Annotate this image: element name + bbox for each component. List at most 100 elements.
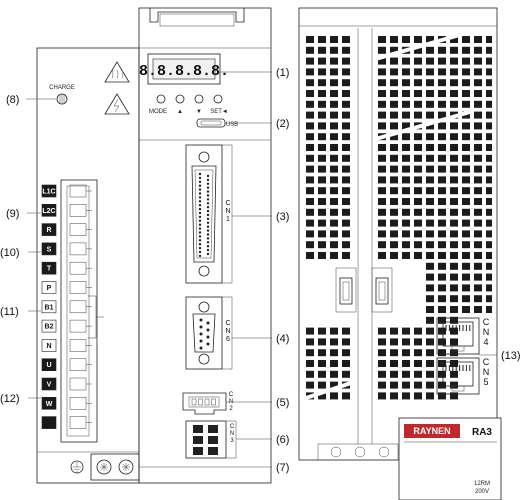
top-clip bbox=[149, 8, 245, 23]
vent-slot bbox=[450, 90, 458, 97]
cn1-pin bbox=[206, 194, 210, 197]
vent-slot bbox=[426, 144, 434, 151]
vent-slot bbox=[378, 122, 386, 130]
vent-slot bbox=[462, 133, 470, 141]
connector-label-char: 5 bbox=[483, 377, 488, 387]
vent-slot bbox=[306, 327, 314, 335]
vent-slot bbox=[318, 144, 326, 151]
vent-slot bbox=[402, 198, 410, 205]
vent-slot bbox=[438, 144, 446, 151]
vent-slot bbox=[438, 241, 446, 249]
vent-slot bbox=[474, 295, 482, 303]
vent-slot bbox=[318, 252, 326, 259]
cn2-pin bbox=[211, 398, 216, 406]
callout-5: (5) bbox=[276, 397, 289, 409]
vent-slot bbox=[318, 360, 326, 367]
vent-slot bbox=[486, 187, 492, 195]
down-key[interactable] bbox=[194, 94, 204, 104]
vent-slot bbox=[390, 370, 398, 378]
vent-slot bbox=[414, 370, 422, 378]
up-key[interactable] bbox=[175, 94, 185, 104]
vent-slot bbox=[486, 252, 492, 259]
vent-slot bbox=[486, 273, 492, 281]
cn1-pin bbox=[206, 182, 210, 185]
vent-slot bbox=[450, 241, 458, 249]
vent-slot bbox=[402, 36, 410, 43]
vent-slot bbox=[486, 111, 492, 119]
callout-6: (6) bbox=[276, 434, 289, 446]
vent-slot bbox=[474, 252, 482, 259]
vent-slot bbox=[426, 68, 434, 76]
cn1-pin bbox=[206, 217, 210, 221]
vent-slot bbox=[438, 349, 446, 357]
vent-slot bbox=[426, 187, 434, 195]
terminal-screw bbox=[69, 339, 87, 352]
vent-slot bbox=[390, 208, 398, 216]
cn1-pin bbox=[206, 225, 210, 228]
terminal-label: P bbox=[47, 285, 52, 292]
terminal-w: W bbox=[41, 396, 57, 410]
vent-slot bbox=[474, 208, 482, 216]
vent-slot bbox=[426, 208, 434, 216]
vent-slot bbox=[342, 68, 350, 76]
callouts: (1) (2) (3) (4) (5) (6) (7) (8) (9) (10)… bbox=[0, 67, 521, 474]
vent-slot bbox=[426, 165, 434, 173]
connector-label-char: N bbox=[225, 328, 230, 335]
vent-slot bbox=[426, 154, 434, 162]
cn1-pin bbox=[198, 235, 202, 238]
vent-slot bbox=[378, 154, 386, 162]
vent-slot bbox=[438, 392, 446, 400]
vent-slot bbox=[306, 57, 314, 65]
terminal-label-box bbox=[41, 242, 57, 256]
vent-slot bbox=[342, 219, 350, 227]
vent-slot bbox=[330, 208, 338, 216]
vent-slot bbox=[414, 219, 422, 227]
vent-slot bbox=[378, 36, 386, 43]
vent-slot bbox=[306, 198, 314, 205]
vent-slot bbox=[378, 208, 386, 216]
vent-slot bbox=[450, 349, 458, 357]
vent-slot bbox=[330, 360, 338, 367]
terminal-l2c: L2C bbox=[41, 204, 57, 217]
vent-slot bbox=[402, 111, 410, 119]
cn1-pin bbox=[198, 227, 202, 230]
vent-slot bbox=[330, 133, 338, 141]
vent-slot bbox=[378, 187, 386, 195]
vent-slot bbox=[306, 154, 314, 162]
vent-slot bbox=[306, 100, 314, 108]
cn1-pin bbox=[198, 250, 202, 254]
cn1-pin bbox=[198, 207, 202, 211]
set-key[interactable] bbox=[213, 94, 223, 104]
vent-slot bbox=[462, 68, 470, 76]
connector-label-char: N bbox=[225, 208, 230, 215]
terminal-screw bbox=[69, 204, 87, 217]
vent-slot bbox=[390, 176, 398, 184]
set-label: SET◄ bbox=[210, 109, 228, 115]
vent-slot bbox=[378, 338, 386, 346]
vent-slot bbox=[414, 133, 422, 141]
callout-11: (11) bbox=[0, 306, 19, 318]
connector-label-char: 2 bbox=[229, 406, 233, 412]
cn1-pin bbox=[198, 188, 202, 191]
vent-slot bbox=[462, 219, 470, 227]
cn4-label-group: CN4 bbox=[483, 317, 490, 347]
connector-label-char: 6 bbox=[226, 336, 230, 343]
vent-slot bbox=[318, 68, 326, 76]
cn1-pin bbox=[206, 221, 210, 224]
mode-key[interactable] bbox=[156, 94, 166, 104]
vent-slot bbox=[450, 284, 458, 292]
vent-slot bbox=[486, 241, 492, 249]
vent-slot bbox=[438, 295, 446, 303]
vent-slot bbox=[318, 187, 326, 195]
screw-icon bbox=[118, 459, 134, 475]
cn1-pin bbox=[206, 233, 210, 236]
cn1-pin bbox=[198, 192, 202, 195]
terminal-label: R bbox=[46, 227, 51, 234]
terminal-label-box bbox=[41, 396, 57, 410]
vent-slot bbox=[486, 284, 492, 292]
terminal-label-box bbox=[41, 204, 57, 217]
vent-slot bbox=[450, 144, 458, 151]
vent-slot bbox=[426, 284, 434, 292]
vent-slot bbox=[426, 176, 434, 184]
vent-slot bbox=[306, 165, 314, 173]
